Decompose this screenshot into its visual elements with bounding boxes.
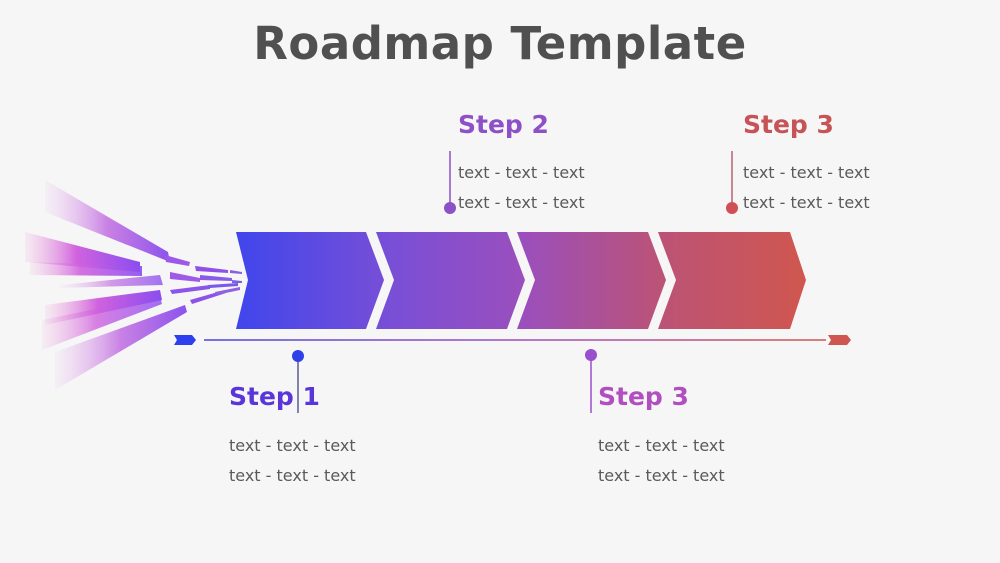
chevron-segment-2 (376, 232, 525, 329)
speed-burst-decoration (25, 180, 242, 390)
page-title: Roadmap Template (253, 17, 747, 70)
chevron-segment-3 (517, 232, 666, 329)
step-2-text-line-2: text - text - text (458, 193, 585, 212)
step-3-upper-text-line-2: text - text - text (743, 193, 870, 212)
step-1-text-line-2: text - text - text (229, 466, 356, 485)
chevron-segment-4 (658, 232, 806, 329)
timeline-end-marker (828, 335, 851, 345)
step-3-upper-title: Step 3 (743, 110, 834, 139)
timeline-axis (174, 335, 851, 345)
chevron-segment-1 (236, 232, 384, 329)
step-1-title: Step 1 (229, 382, 320, 411)
step-3-lower-text-line-2: text - text - text (598, 466, 725, 485)
roadmap-chevron-bar (236, 232, 806, 329)
step-2-pin (444, 151, 456, 214)
step-3-lower-text-line-1: text - text - text (598, 436, 725, 455)
step-3-lower-title: Step 3 (598, 382, 689, 411)
step-3-upper-pin (726, 151, 738, 214)
step-3-lower-pin (585, 349, 597, 413)
timeline-start-marker (174, 335, 196, 345)
step-2-text-line-1: text - text - text (458, 163, 585, 182)
step-1-pin (292, 350, 304, 413)
step-1-text-line-1: text - text - text (229, 436, 356, 455)
step-3-upper-text-line-1: text - text - text (743, 163, 870, 182)
step-2-title: Step 2 (458, 110, 549, 139)
